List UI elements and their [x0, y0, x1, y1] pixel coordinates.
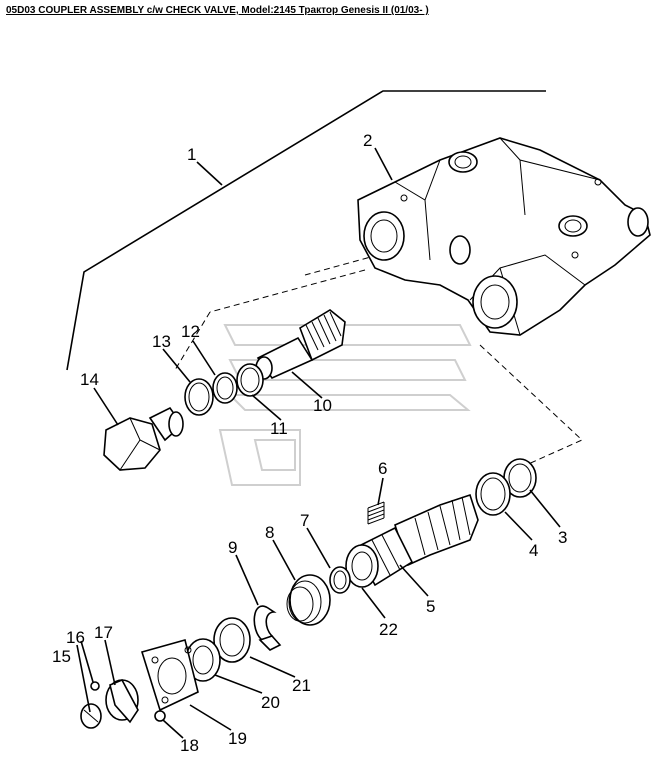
- callout-17: 17: [94, 623, 113, 642]
- callout-20: 20: [261, 693, 280, 712]
- callout-7: 7: [300, 511, 309, 530]
- callout-9: 9: [228, 538, 237, 557]
- ring-part-4: [475, 472, 511, 516]
- callout-15: 15: [52, 647, 71, 666]
- ring-part-13: [184, 378, 214, 416]
- spring-part-6: [367, 501, 385, 525]
- ring-part-3: [503, 458, 537, 498]
- o-ring-part-11: [236, 363, 264, 397]
- spring-sleeve-part-8: [286, 574, 331, 626]
- watermark-logo: [218, 324, 472, 486]
- assembly-bracket-line: [66, 90, 546, 371]
- callout-1: 1: [187, 145, 196, 164]
- callout-5: 5: [426, 597, 435, 616]
- disc-part-21: [213, 617, 251, 663]
- callout-6: 6: [378, 459, 387, 478]
- valve-body-part-2: [357, 137, 651, 336]
- callout-2: 2: [363, 131, 372, 150]
- callout-14: 14: [80, 370, 99, 389]
- callout-10: 10: [313, 396, 332, 415]
- callout-8: 8: [265, 523, 274, 542]
- valve-spool-part-5: [394, 493, 479, 567]
- callout-21: 21: [292, 676, 311, 695]
- callout-labels: 1 2 3 4 5 6 7 8 9 10 11 12 13 14 15 16 1…: [52, 131, 567, 755]
- callout-13: 13: [152, 332, 171, 351]
- sleeve-part-22: [345, 526, 414, 588]
- callout-11: 11: [270, 419, 288, 438]
- retaining-clip-part-9: [253, 605, 282, 651]
- page-title: 05D03 COUPLER ASSEMBLY c/w CHECK VALVE, …: [6, 5, 429, 16]
- callout-19: 19: [228, 729, 247, 748]
- clip-part-15: [80, 703, 102, 729]
- hex-plug-part-14: [103, 406, 184, 471]
- callout-22: 22: [379, 620, 398, 639]
- callout-3: 3: [558, 528, 567, 547]
- screw-part-16: [90, 681, 100, 691]
- mounting-plate-part-19: [140, 639, 199, 712]
- ring-part-7: [329, 566, 351, 594]
- ring-part-12: [212, 372, 238, 404]
- alignment-dashed-lines: [174, 254, 583, 471]
- callout-18: 18: [180, 736, 199, 755]
- callout-12: 12: [181, 322, 200, 341]
- callout-16: 16: [66, 628, 85, 647]
- leader-lines: [76, 147, 561, 739]
- dust-cover-part-17: [105, 678, 139, 724]
- callout-4: 4: [529, 541, 538, 560]
- screw-part-18: [154, 710, 166, 722]
